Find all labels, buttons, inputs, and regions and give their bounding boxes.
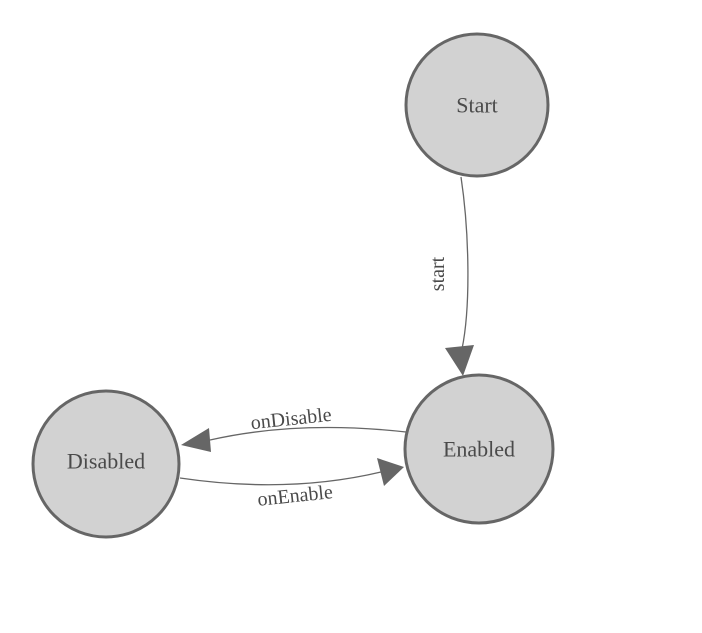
node-start — [404, 32, 550, 178]
node-start-label: Start — [456, 93, 498, 118]
edge-label-start: start — [427, 256, 449, 291]
edge-start-to-enabled — [460, 176, 469, 350]
node-enabled-label: Enabled — [443, 437, 515, 462]
arrowhead-start-to-enabled — [445, 345, 474, 376]
node-disabled-label: Disabled — [67, 449, 145, 474]
edge-disabled-to-enabled — [179, 471, 382, 486]
nodes-layer: Start Enabled Disabled — [31, 32, 555, 539]
edges-layer — [179, 176, 474, 486]
edge-label-onenable: onEnable — [256, 481, 334, 511]
node-enabled — [403, 373, 555, 525]
edge-label-ondisable: onDisable — [250, 404, 333, 434]
arrowhead-disabled-to-enabled — [377, 458, 404, 486]
node-disabled — [31, 389, 181, 539]
arrowhead-enabled-to-disabled — [181, 428, 211, 452]
edge-enabled-to-disabled — [209, 426, 407, 441]
